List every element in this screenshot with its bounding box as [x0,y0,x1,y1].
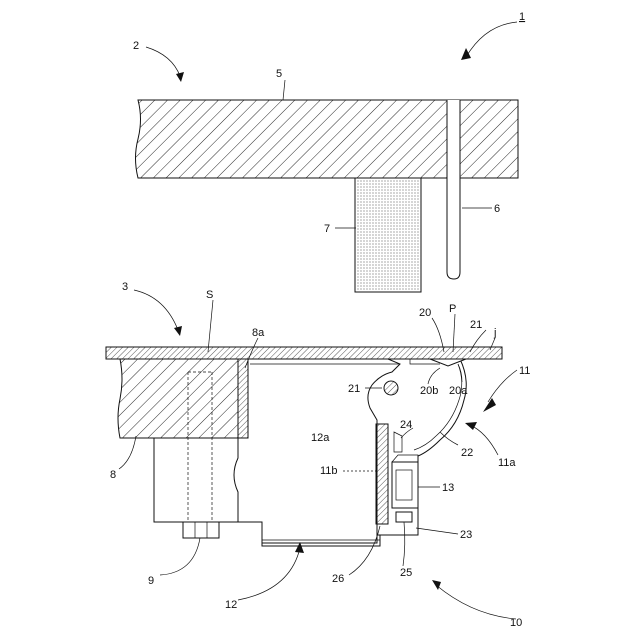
label-23: 23 [460,529,472,541]
element-13 [392,455,418,508]
label-5: 5 [276,68,282,80]
label-20a: 20a [449,385,468,397]
label-6: 6 [494,203,500,215]
label-9: 9 [148,575,154,587]
bracket-8a [238,359,248,438]
pin-6 [447,100,460,279]
label-20b: 20b [420,385,438,397]
label-21-pivot: 21 [348,383,360,395]
label-j: j [493,327,496,339]
label-13: 13 [442,482,454,494]
top-plate-j [106,347,502,359]
label-12: 12 [225,599,237,611]
label-8: 8 [110,469,116,481]
label-20: 20 [419,307,431,319]
label-s: S [206,289,213,301]
label-2: 2 [133,40,139,52]
label-11: 11 [519,365,530,377]
pivot-21 [384,381,398,395]
label-26: 26 [332,573,344,585]
bolt-9 [183,522,219,538]
sensor-board-26 [376,424,388,524]
label-11a: 11a [498,457,516,469]
upper-body [136,100,519,178]
label-12a: 12a [311,432,330,444]
label-25: 25 [400,567,412,579]
label-p: P [449,303,456,315]
label-1: 1 [519,11,525,23]
label-10: 10 [510,617,522,629]
label-3: 3 [122,281,128,293]
block-7 [355,178,421,292]
block-8 [118,359,238,522]
label-8a: 8a [252,327,265,339]
label-24: 24 [400,419,412,431]
label-21-top: 21 [470,319,482,331]
label-22: 22 [461,447,473,459]
element-25 [396,512,412,522]
label-7: 7 [324,223,330,235]
label-11b: 11b [320,465,338,477]
